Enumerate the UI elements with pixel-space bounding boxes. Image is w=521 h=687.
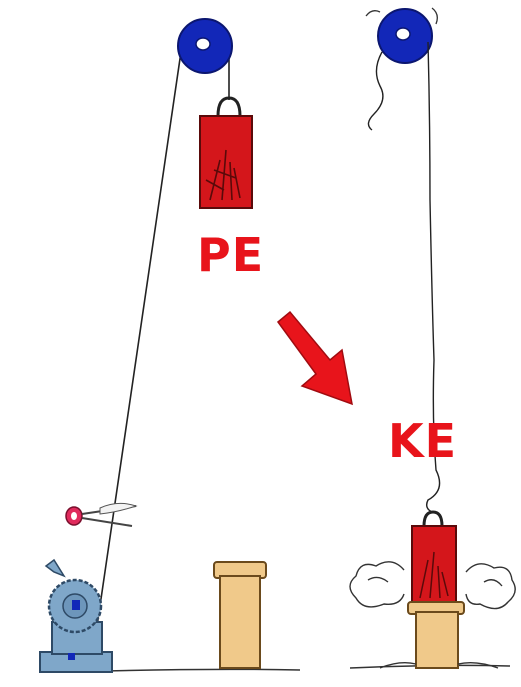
kinetic-energy-label: KE [388,418,457,464]
post-icon [214,562,266,668]
arrow-icon [278,312,352,404]
potential-energy-label: PE [197,232,264,278]
rope-right-loose [368,52,382,130]
scissors-icon [66,503,136,526]
winch-icon [40,560,112,672]
weight-icon [412,512,456,604]
rope-left [95,45,182,640]
post-icon [380,602,498,668]
pulley-icon [178,19,232,73]
weight-icon [200,98,252,208]
pulley-icon [366,8,437,63]
